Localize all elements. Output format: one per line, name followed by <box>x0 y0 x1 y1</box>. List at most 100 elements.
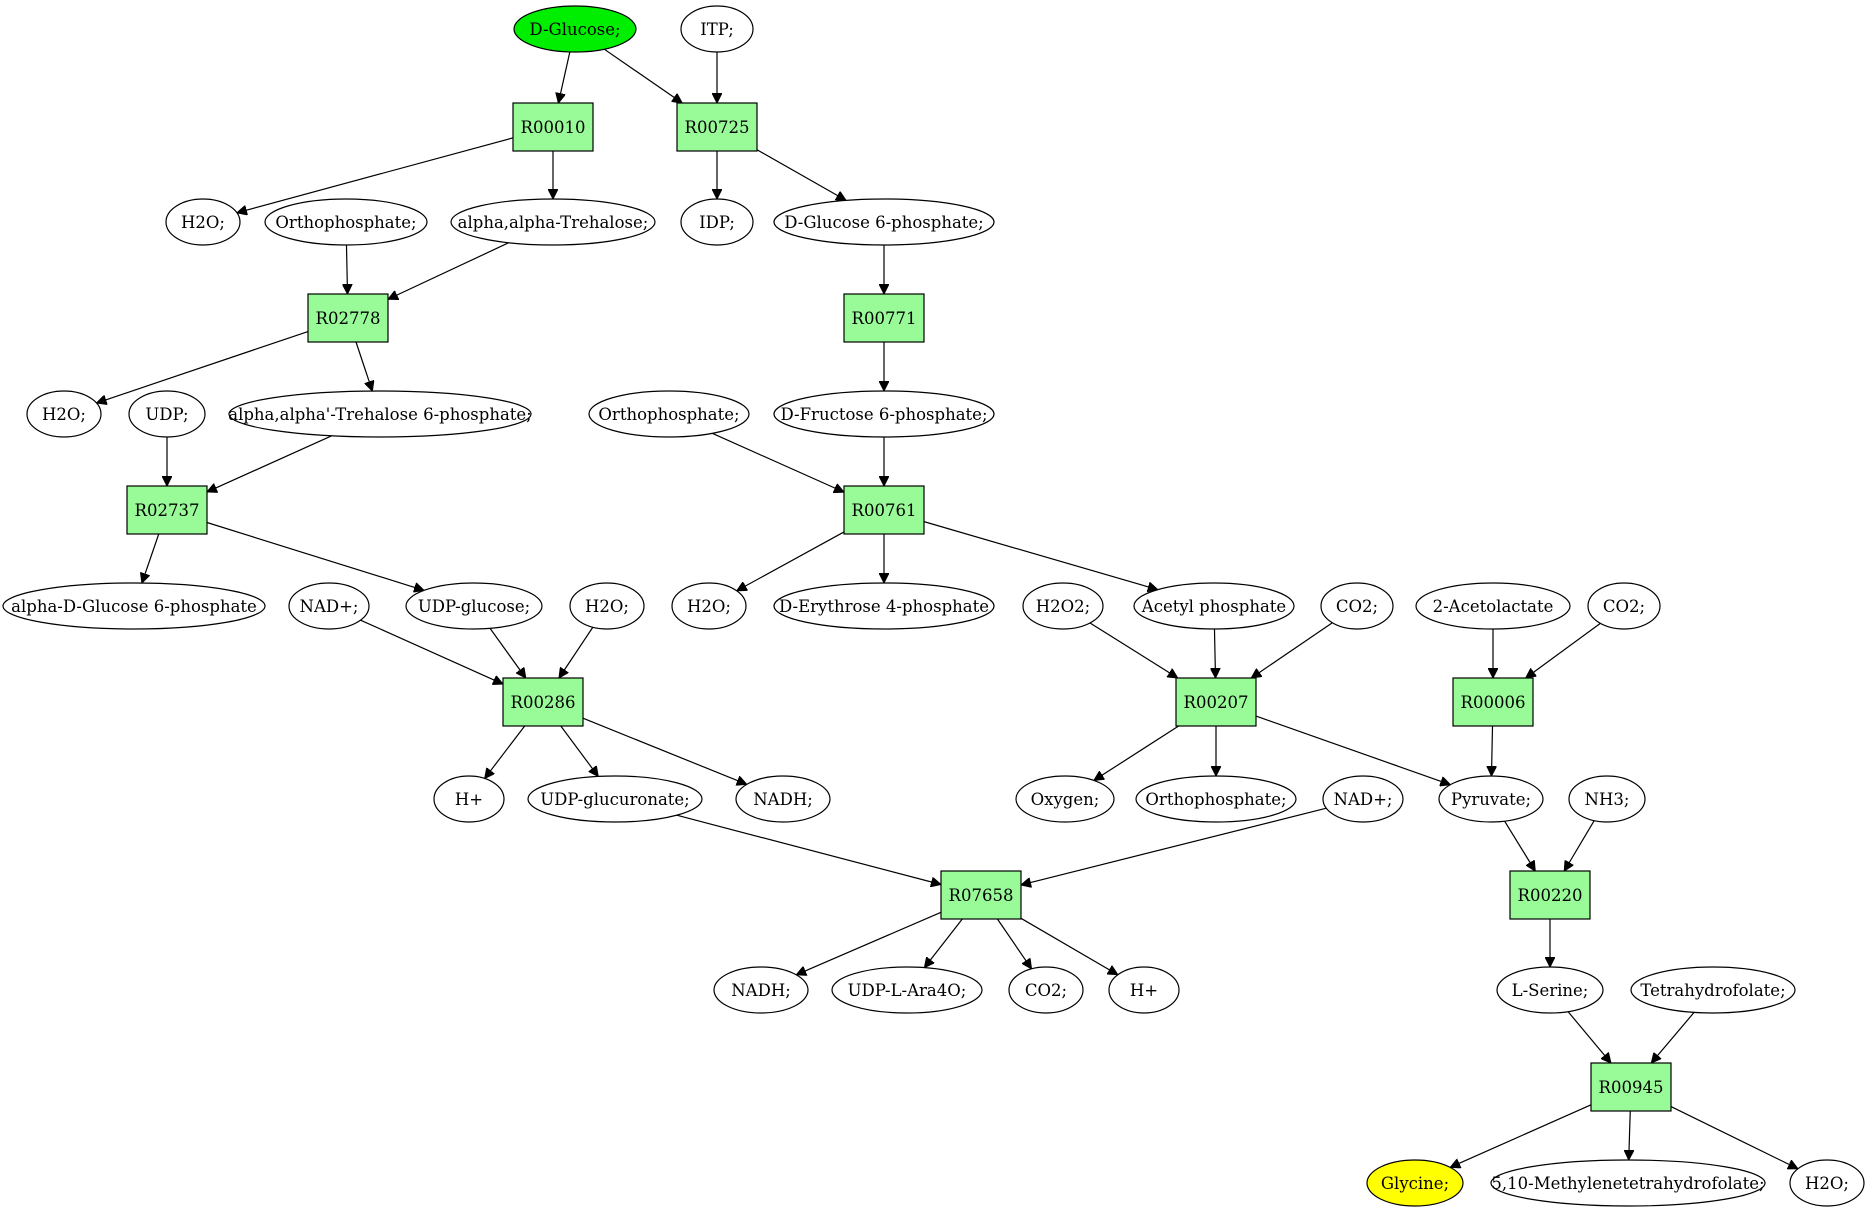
compound-node-thf: Tetrahydrofolate; <box>1630 966 1796 1014</box>
edge-r00761-to-h2o_d <box>737 531 845 591</box>
node-label: Oxygen; <box>1031 790 1100 809</box>
edges-layer <box>97 48 1798 1169</box>
edge-h2o2-to-r00207 <box>1089 622 1178 678</box>
node-label: CO2; <box>1025 981 1067 1000</box>
node-label: ITP; <box>700 20 734 39</box>
compound-node-hplus_a: H+ <box>433 775 505 823</box>
node-label: Glycine; <box>1381 1174 1449 1193</box>
edge-serine-to-r00945 <box>1567 1011 1611 1063</box>
node-label: D-Glucose; <box>529 20 620 39</box>
node-label: H+ <box>1130 981 1158 1000</box>
compound-node-g6p: D-Glucose 6-phosphate; <box>773 198 995 246</box>
compound-node-ortho_b: Orthophosphate; <box>588 390 750 438</box>
edge-r00010-to-h2o_a <box>237 137 514 213</box>
edge-r02737-to-adg6p <box>142 533 160 583</box>
reaction-box <box>1452 677 1534 727</box>
node-label: CO2; <box>1603 597 1645 616</box>
node-label: NH3; <box>1585 790 1630 809</box>
compound-node-glucose: D-Glucose; <box>513 5 637 53</box>
node-label: CO2; <box>1336 597 1378 616</box>
node-label: R00725 <box>685 118 750 137</box>
compound-node-udp: UDP; <box>128 390 206 438</box>
reaction-box <box>1175 677 1257 727</box>
compound-ellipse <box>128 390 206 438</box>
compound-node-co2_b: CO2; <box>1587 582 1661 630</box>
edge-nad_b-to-r07658 <box>1021 807 1327 885</box>
compound-ellipse <box>288 582 370 630</box>
compound-node-methylene_thf: 5,10-Methylenetetrahydrofolate; <box>1490 1159 1766 1207</box>
compound-ellipse <box>680 198 754 246</box>
reaction-box <box>502 677 584 727</box>
reaction-node-r00761: R00761 <box>843 485 925 535</box>
compound-ellipse <box>773 582 995 630</box>
node-label: H+ <box>455 790 483 809</box>
node-label: UDP; <box>145 405 188 424</box>
compound-ellipse <box>569 582 645 630</box>
node-label: R02778 <box>316 309 381 328</box>
edge-r00006-to-pyruvate <box>1491 725 1492 776</box>
compound-ellipse <box>264 198 428 246</box>
compound-ellipse <box>1008 966 1084 1014</box>
reaction-node-r00006: R00006 <box>1452 677 1534 727</box>
reaction-node-r00220: R00220 <box>1509 870 1591 920</box>
reaction-node-r00207: R00207 <box>1175 677 1257 727</box>
edge-r00286-to-hplus_a <box>485 725 526 778</box>
edge-pyruvate-to-r00220 <box>1504 820 1536 871</box>
reaction-box <box>843 485 925 535</box>
node-label: Orthophosphate; <box>598 405 739 424</box>
edge-acp-to-r00207 <box>1214 628 1215 678</box>
node-label: UDP-L-Ara4O; <box>848 981 967 1000</box>
compound-ellipse <box>527 775 703 823</box>
compound-node-udpglcua: UDP-glucuronate; <box>527 775 703 823</box>
node-label: UDP-glucuronate; <box>540 790 689 809</box>
edge-r00725-to-g6p <box>756 149 846 201</box>
compound-ellipse <box>1587 582 1661 630</box>
compound-ellipse <box>26 390 102 438</box>
compound-node-glycine: Glycine; <box>1366 1159 1464 1207</box>
compound-ellipse <box>1135 775 1297 823</box>
node-label: R00207 <box>1184 693 1249 712</box>
compound-ellipse <box>165 198 241 246</box>
node-label: D-Glucose 6-phosphate; <box>784 213 984 232</box>
reaction-node-r00286: R00286 <box>502 677 584 727</box>
compound-node-nh3: NH3; <box>1568 775 1646 823</box>
compound-node-h2o_a: H2O; <box>165 198 241 246</box>
compound-node-oxygen: Oxygen; <box>1015 775 1115 823</box>
edge-t6p-to-r02737 <box>207 435 332 492</box>
reaction-node-r00771: R00771 <box>843 293 925 343</box>
compound-ellipse <box>228 390 532 438</box>
node-label: H2O; <box>1805 1174 1849 1193</box>
node-label: Pyruvate; <box>1451 790 1531 809</box>
reaction-node-r02737: R02737 <box>126 485 208 535</box>
compound-ellipse <box>1415 582 1571 630</box>
edge-co2_a-to-r00207 <box>1251 622 1333 678</box>
compound-ellipse <box>1568 775 1646 823</box>
edge-h2o_c-to-r00286 <box>559 626 594 678</box>
edge-r00286-to-udpglcua <box>560 725 598 776</box>
compound-ellipse <box>680 5 754 53</box>
compound-ellipse <box>1022 582 1104 630</box>
compound-ellipse <box>1015 775 1115 823</box>
node-label: alpha,alpha'-Trehalose 6-phosphate; <box>228 405 532 424</box>
node-label: H2O; <box>687 597 731 616</box>
reaction-box <box>940 870 1022 920</box>
compound-ellipse <box>735 775 831 823</box>
reaction-box <box>126 485 208 535</box>
node-label: Acetyl phosphate <box>1141 597 1286 616</box>
compound-node-udpara: UDP-L-Ara4O; <box>831 966 983 1014</box>
compound-node-nadh_b: NADH; <box>713 966 809 1014</box>
compound-node-hplus_b: H+ <box>1108 966 1180 1014</box>
reaction-box <box>307 293 389 343</box>
reaction-box <box>1509 870 1591 920</box>
edge-r00945-to-glycine <box>1450 1104 1592 1168</box>
node-label: NADH; <box>731 981 791 1000</box>
compound-ellipse <box>2 582 266 630</box>
node-label: R00286 <box>511 693 576 712</box>
node-label: R00771 <box>852 309 917 328</box>
edge-glucose-to-r00725 <box>603 48 682 103</box>
compound-node-ortho_a: Orthophosphate; <box>264 198 428 246</box>
node-label: H2O; <box>42 405 86 424</box>
edge-r00207-to-oxygen <box>1094 725 1179 780</box>
edge-thf-to-r00945 <box>1651 1011 1695 1063</box>
